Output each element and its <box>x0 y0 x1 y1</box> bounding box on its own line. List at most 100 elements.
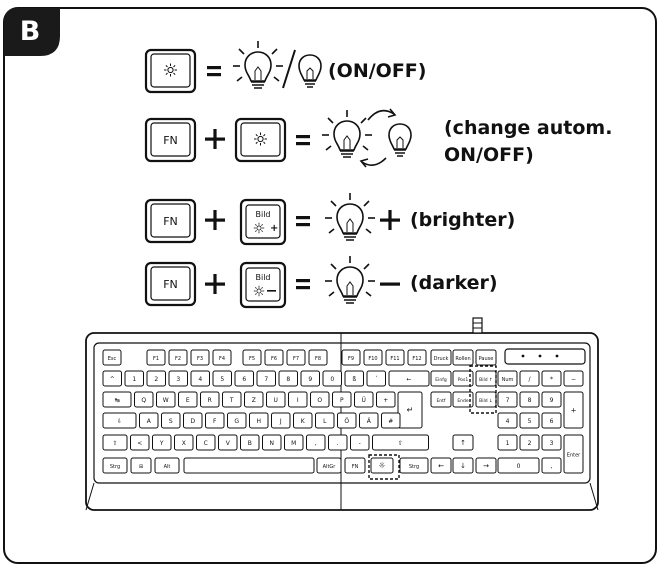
keyboard-key <box>519 412 540 429</box>
keyboard-key-label: ← <box>438 462 444 470</box>
bild-up-key <box>239 198 287 246</box>
keyboard-key <box>475 349 497 366</box>
keyboard-key <box>183 412 203 429</box>
keyboard-key-label: F <box>213 418 217 425</box>
bild-key-label: Bild <box>255 210 270 219</box>
keyboard-key <box>475 391 497 408</box>
keyboard-key <box>381 412 401 429</box>
keyboard-key <box>541 457 562 474</box>
keyboard-key <box>234 370 254 387</box>
keyboard-key-label: 2 <box>528 440 532 447</box>
row-darker <box>144 255 400 309</box>
keyboard-key-label: FN <box>352 464 359 470</box>
keyboard-key-label: Enter <box>567 453 581 459</box>
keyboard-key-label: P <box>340 397 344 404</box>
keyboard-key <box>541 391 562 408</box>
keyboard-key <box>452 391 474 408</box>
result-change-auto-line2: ON/OFF) <box>444 144 534 166</box>
keyboard-key-label: 0 <box>517 463 521 470</box>
keyboard-key-label: ß <box>352 376 356 383</box>
keyboard-key-label: 2 <box>154 376 158 383</box>
keyboard-key-label: Rollen <box>455 356 470 362</box>
keyboard-key <box>102 412 137 429</box>
keyboard-key <box>242 349 262 366</box>
keyboard-key <box>262 434 282 451</box>
keyboard-key-label: , <box>315 440 317 447</box>
keyboard-key <box>372 434 429 451</box>
keyboard-key <box>240 434 260 451</box>
keyboard-key <box>563 434 584 474</box>
keyboard-key-label: Ö <box>344 418 349 425</box>
keyboard-key-label: 6 <box>550 418 554 425</box>
keyboard-key-label: ☼ <box>378 461 385 470</box>
keyboard-key-label: 1 <box>132 376 136 383</box>
keyboard-key-label: Q <box>141 397 146 404</box>
keyboard-key-label: Entf <box>436 398 445 404</box>
keyboard-key <box>541 434 562 451</box>
keyboard-key-label: B <box>248 440 252 447</box>
keyboard-key <box>430 391 452 408</box>
keyboard-key <box>174 434 194 451</box>
keyboard-key-label: Ende <box>457 398 469 404</box>
keyboard-key <box>541 370 562 387</box>
keyboard-key <box>271 412 291 429</box>
keyboard-key-label: 0 <box>330 376 334 383</box>
keyboard-key-label: + <box>383 397 388 404</box>
keyboard-key-label: J <box>279 418 282 425</box>
keyboard-key-label: Strg <box>409 464 419 470</box>
panel-badge <box>4 8 60 56</box>
keyboard-key <box>190 349 210 366</box>
keyboard-key-label: K <box>301 418 306 425</box>
keyboard-key-label: 5 <box>220 376 224 383</box>
keyboard-key <box>146 349 166 366</box>
backlight-key-highlight <box>368 454 400 480</box>
keyboard-key <box>134 391 154 408</box>
cycle-arrow-icon <box>361 157 387 166</box>
keyboard-key <box>102 370 122 387</box>
keyboard-key <box>475 457 497 474</box>
keyboard-key <box>222 391 242 408</box>
keyboard-key-label: < <box>137 440 142 447</box>
keyboard-key-label: F2 <box>175 356 181 362</box>
keyboard-key <box>256 370 276 387</box>
backlight-key <box>234 117 287 163</box>
keyboard-key-label: ↑ <box>460 439 466 447</box>
keyboard-key-label: Alt <box>164 464 171 470</box>
keyboard-key-label: # <box>388 418 393 425</box>
keyboard-key-label: 8 <box>528 397 532 404</box>
keyboard-key <box>430 457 452 474</box>
keyboard-key-label: AltGr <box>323 464 337 470</box>
keyboard-key <box>370 457 394 474</box>
bild-down-key <box>239 261 287 309</box>
keyboard-key <box>266 391 286 408</box>
keyboard-key-label: Einfg <box>435 377 447 383</box>
cycle-arrow-icon <box>367 109 395 121</box>
keyboard-key <box>388 370 430 387</box>
keyboard-key-label: 7 <box>264 376 268 383</box>
keyboard-key <box>156 391 176 408</box>
keyboard-key-label: ^ <box>110 376 115 383</box>
keyboard-key-label: ⇩ <box>117 418 122 425</box>
keyboard-key <box>212 349 232 366</box>
keyboard-key <box>332 391 352 408</box>
keyboard-key <box>200 391 220 408</box>
keyboard-key <box>452 434 474 451</box>
keyboard-key <box>497 412 518 429</box>
keyboard-key <box>497 370 518 387</box>
keyboard-key <box>293 412 313 429</box>
keyboard-key-label: F10 <box>368 356 377 362</box>
keyboard-key <box>407 349 427 366</box>
keyboard-key <box>519 370 540 387</box>
keyboard-key-label: - <box>359 440 361 447</box>
keyboard-key-label: U <box>274 397 278 404</box>
keyboard-key <box>497 457 540 474</box>
keyboard-key <box>541 412 562 429</box>
keyboard-key-label: Num <box>502 377 514 383</box>
keyboard-key-label: E <box>186 397 190 404</box>
keyboard-key-label: F12 <box>412 356 421 362</box>
keyboard-key <box>212 370 232 387</box>
fn-key <box>144 198 197 244</box>
keyboard-key <box>359 412 379 429</box>
keyboard-key-label: . <box>337 440 339 447</box>
keyboard-key-label: I <box>297 397 299 404</box>
